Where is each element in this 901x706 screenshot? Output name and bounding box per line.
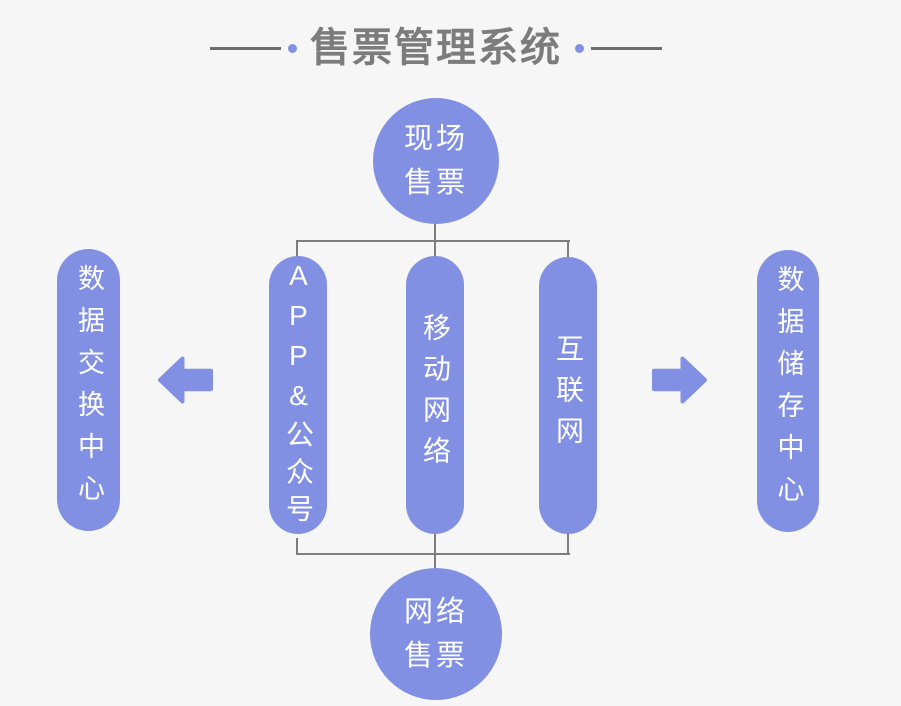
node-label: APP&公众号 <box>283 259 314 531</box>
node-onsite-ticketing: 现场 售票 <box>373 98 499 224</box>
arrow-right-icon <box>652 354 709 406</box>
connector-line <box>434 220 436 258</box>
node-label: 互联网 <box>553 334 584 457</box>
node-app-public-account: APP&公众号 <box>269 256 327 534</box>
arrow-left-icon <box>156 354 213 406</box>
node-internet: 互联网 <box>539 257 597 534</box>
connector-line <box>434 532 436 570</box>
connector-line <box>567 240 569 260</box>
accent-dot-icon <box>288 43 297 53</box>
accent-dot-icon <box>575 43 584 53</box>
connector-line <box>567 533 569 555</box>
title-divider-left <box>210 46 281 50</box>
node-label: 网络 <box>403 596 468 628</box>
node-label: 移动网络 <box>420 313 451 477</box>
node-data-exchange-center: 数据交换中心 <box>57 249 120 531</box>
node-label: 售票 <box>403 167 468 199</box>
connector-line <box>296 538 298 555</box>
node-mobile-network: 移动网络 <box>406 256 464 534</box>
title-row: 售票管理系统 <box>0 22 872 74</box>
title-divider-right <box>591 46 662 50</box>
node-label: 售票 <box>403 640 468 672</box>
node-label: 数据储存中心 <box>773 265 804 517</box>
connector-line <box>296 553 570 555</box>
node-data-storage-center: 数据储存中心 <box>757 250 819 532</box>
connector-line <box>296 240 570 242</box>
node-label: 数据交换中心 <box>74 264 104 516</box>
page-title: 售票管理系统 <box>310 26 562 70</box>
node-online-ticketing: 网络 售票 <box>370 568 502 700</box>
node-label: 现场 <box>403 123 468 155</box>
connector-line <box>296 240 298 258</box>
